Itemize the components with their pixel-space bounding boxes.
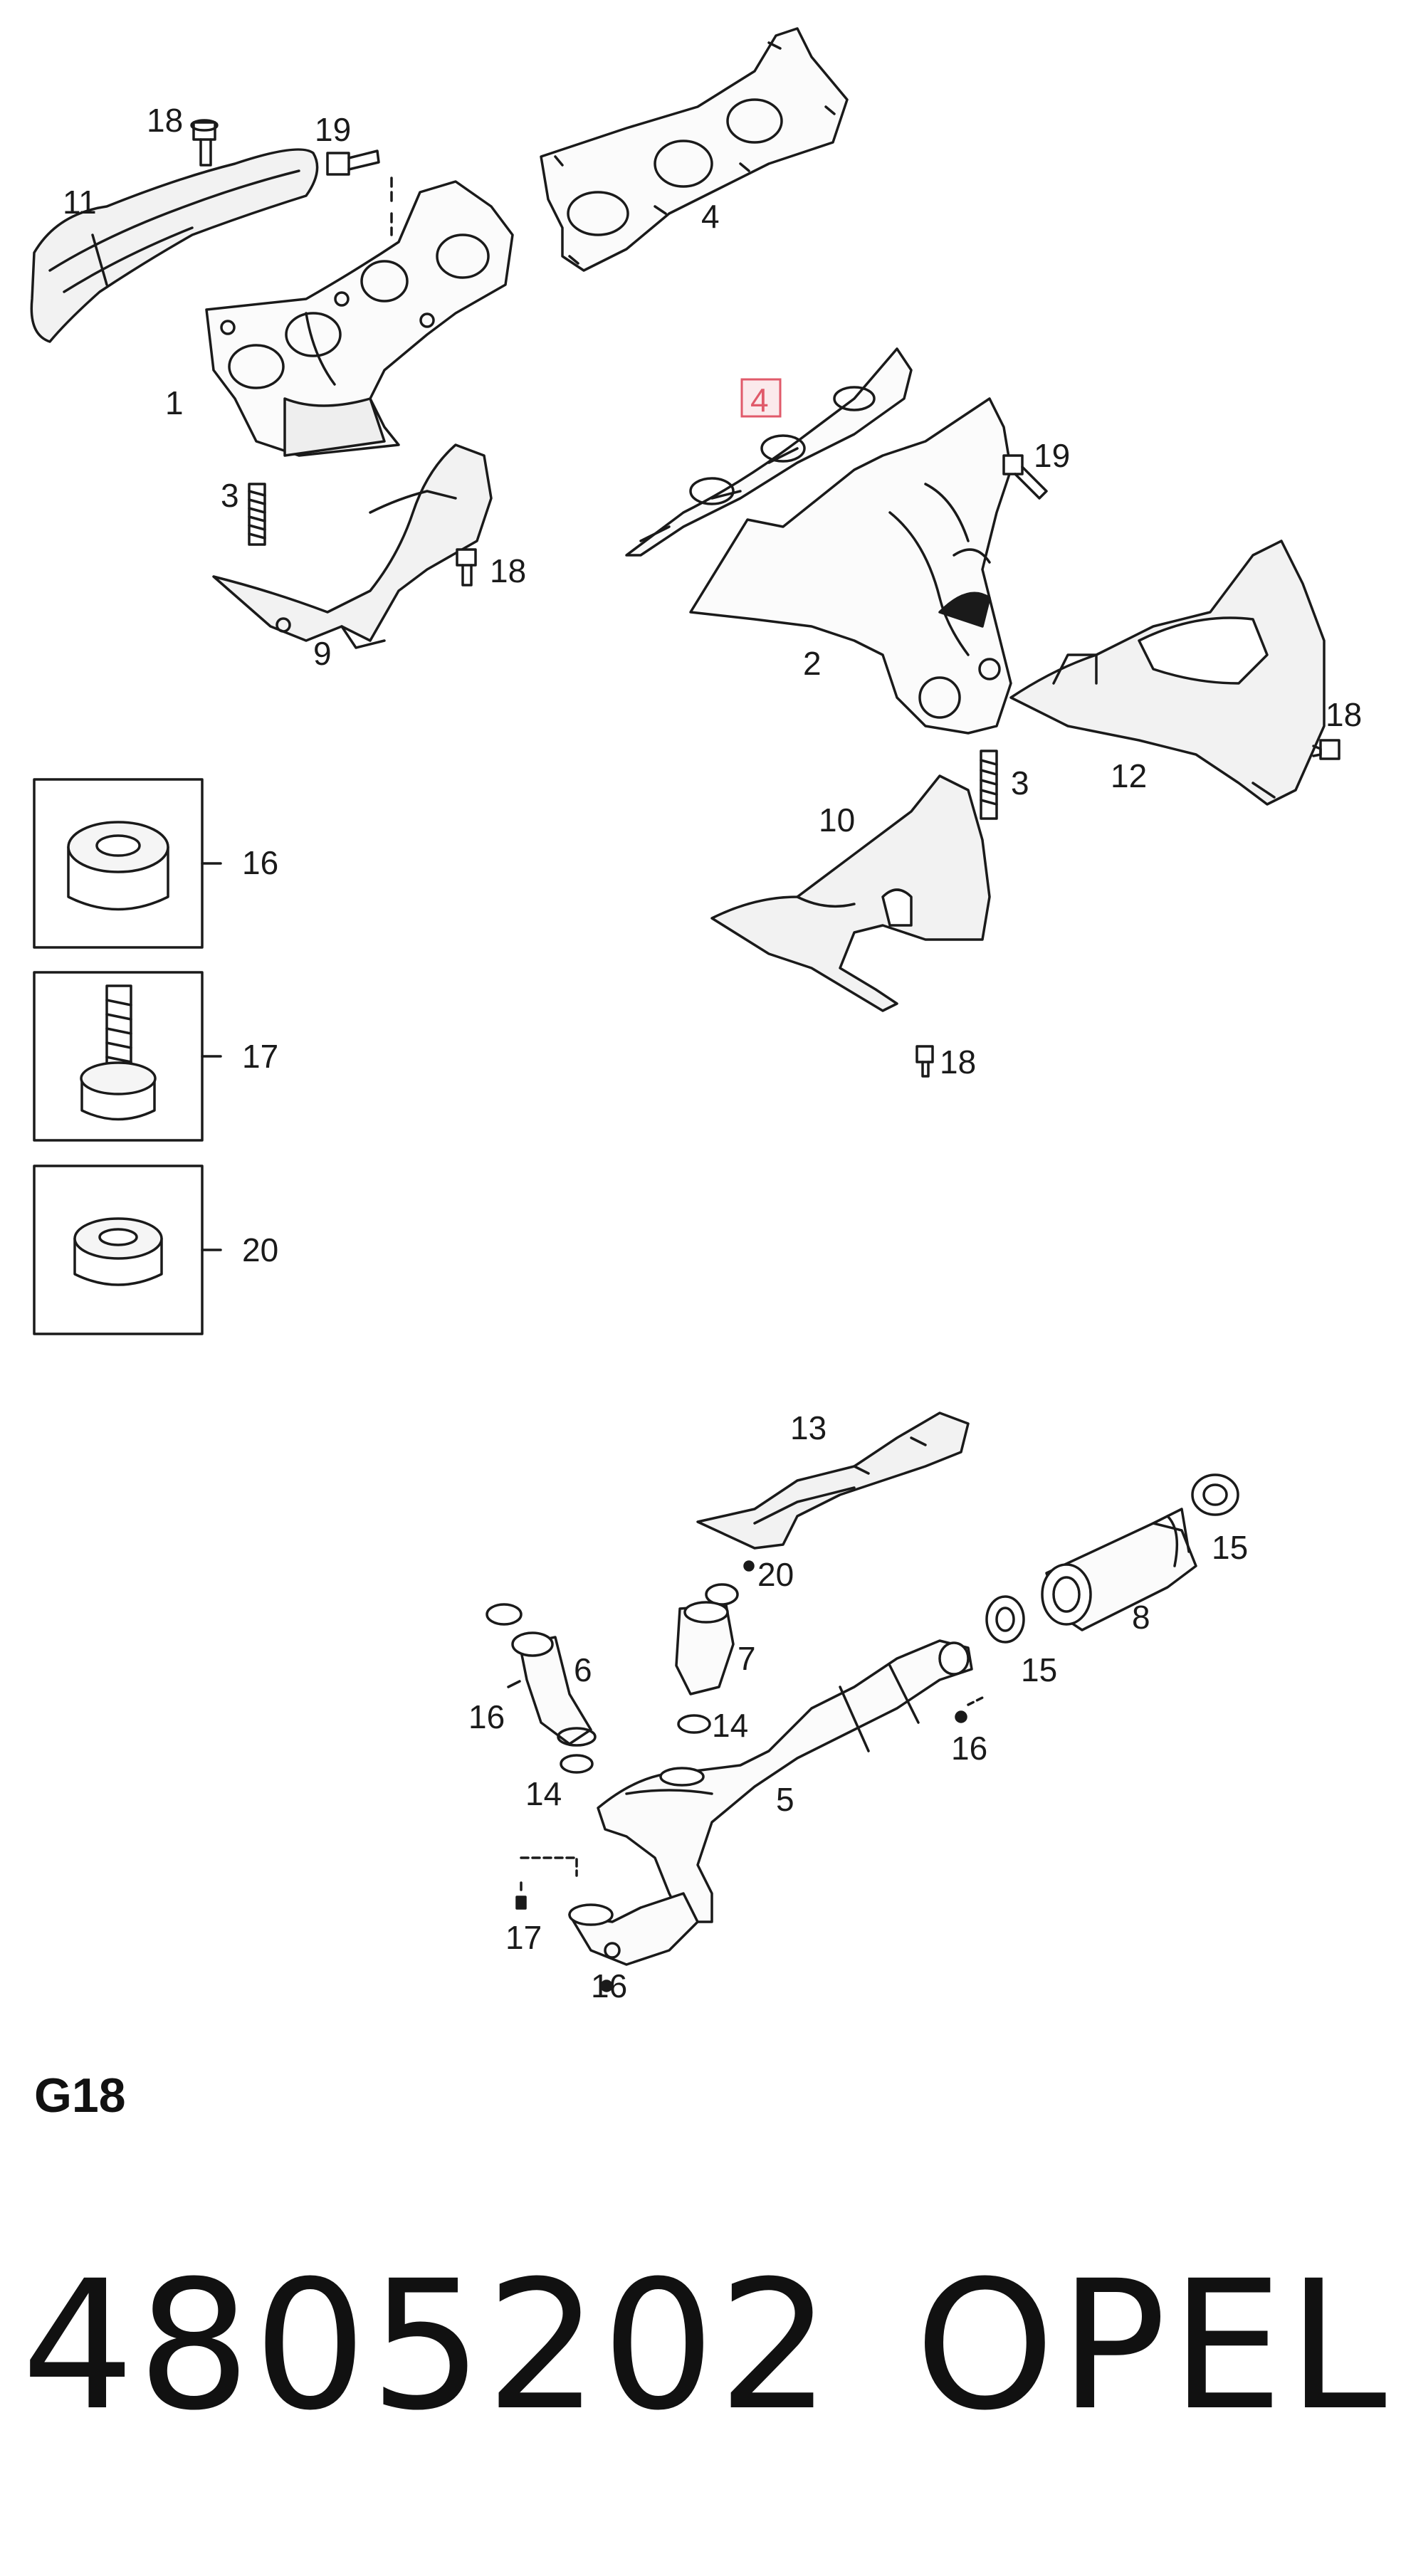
gasket-15 [1191, 1473, 1239, 1516]
gasket-ring-20 [705, 1560, 755, 1606]
bolt-18 [1312, 739, 1340, 760]
callout-8: 8 [1132, 1599, 1150, 1636]
callout-19: 19 [315, 111, 351, 148]
exhaust-manifold-1 [205, 180, 514, 457]
callout-17: 17 [505, 1919, 542, 1956]
callout-4-highlighted: 4 [750, 382, 769, 419]
callout-13: 13 [790, 1409, 827, 1446]
callout-16: 16 [242, 844, 278, 881]
gasket-4 [540, 27, 849, 272]
diagram-code: G18 [34, 2068, 126, 2123]
callout-10: 10 [819, 801, 855, 838]
callout-18: 18 [940, 1043, 976, 1081]
callout-12: 12 [1111, 757, 1147, 794]
gasket-15 [985, 1595, 1025, 1644]
bolt-18 [456, 548, 477, 587]
bolt-17-box [33, 971, 222, 1142]
callout-19: 19 [1034, 437, 1070, 474]
stud-3 [980, 750, 998, 820]
callout-3: 3 [1011, 764, 1029, 801]
callout-16: 16 [468, 1698, 505, 1735]
exhaust-manifold-2 [689, 397, 1012, 735]
bolt-19 [1002, 454, 1048, 500]
callout-20: 20 [242, 1231, 278, 1268]
callout-6: 6 [574, 1651, 592, 1688]
callout-highlight-box [740, 378, 782, 418]
front-pipe-6 [486, 1603, 597, 1747]
bolt-18 [915, 1045, 934, 1078]
bolt-19 [326, 149, 393, 236]
callout-18: 18 [1326, 696, 1362, 733]
callouts: 18 19 11 4 1 3 18 9 4 19 2 18 12 3 10 18… [63, 102, 1362, 2004]
seal-ring-14 [560, 1754, 594, 1774]
callout-9: 9 [313, 635, 332, 672]
fasteners [515, 1696, 984, 1992]
callout-1: 1 [165, 384, 184, 421]
callout-18: 18 [490, 552, 526, 589]
callout-14: 14 [712, 1707, 748, 1744]
heat-shield-9 [212, 443, 493, 649]
callout-14: 14 [525, 1775, 562, 1812]
exhaust-pipe-5 [568, 1639, 973, 1966]
heat-shield-11 [30, 148, 319, 343]
nut-20-box [33, 1165, 222, 1335]
catalytic-converter-8 [1041, 1508, 1197, 1631]
stud-3 [248, 483, 266, 546]
callout-7: 7 [738, 1640, 756, 1677]
brand-name: OPEL [915, 2242, 1391, 2449]
callout-17: 17 [242, 1038, 278, 1075]
nut-16-box [33, 778, 222, 949]
callout-2: 2 [803, 645, 822, 682]
callout-16: 16 [591, 1967, 627, 2004]
heat-shield-13 [696, 1411, 970, 1550]
callout-5: 5 [776, 1781, 794, 1818]
callout-11: 11 [63, 184, 97, 221]
callout-15: 15 [1021, 1651, 1057, 1688]
front-pipe-7 [675, 1601, 735, 1734]
gasket-4-highlighted [625, 347, 913, 557]
part-number: 4805202 [21, 2242, 834, 2449]
callout-4: 4 [701, 198, 720, 235]
callout-20: 20 [757, 1556, 794, 1593]
heat-shield-12 [1009, 540, 1326, 806]
callout-16: 16 [951, 1730, 987, 1767]
callout-18: 18 [147, 102, 183, 139]
heat-shield-10 [710, 774, 991, 1012]
callout-3: 3 [221, 477, 239, 514]
callout-15: 15 [1212, 1529, 1248, 1566]
bolt-18 [190, 119, 219, 167]
